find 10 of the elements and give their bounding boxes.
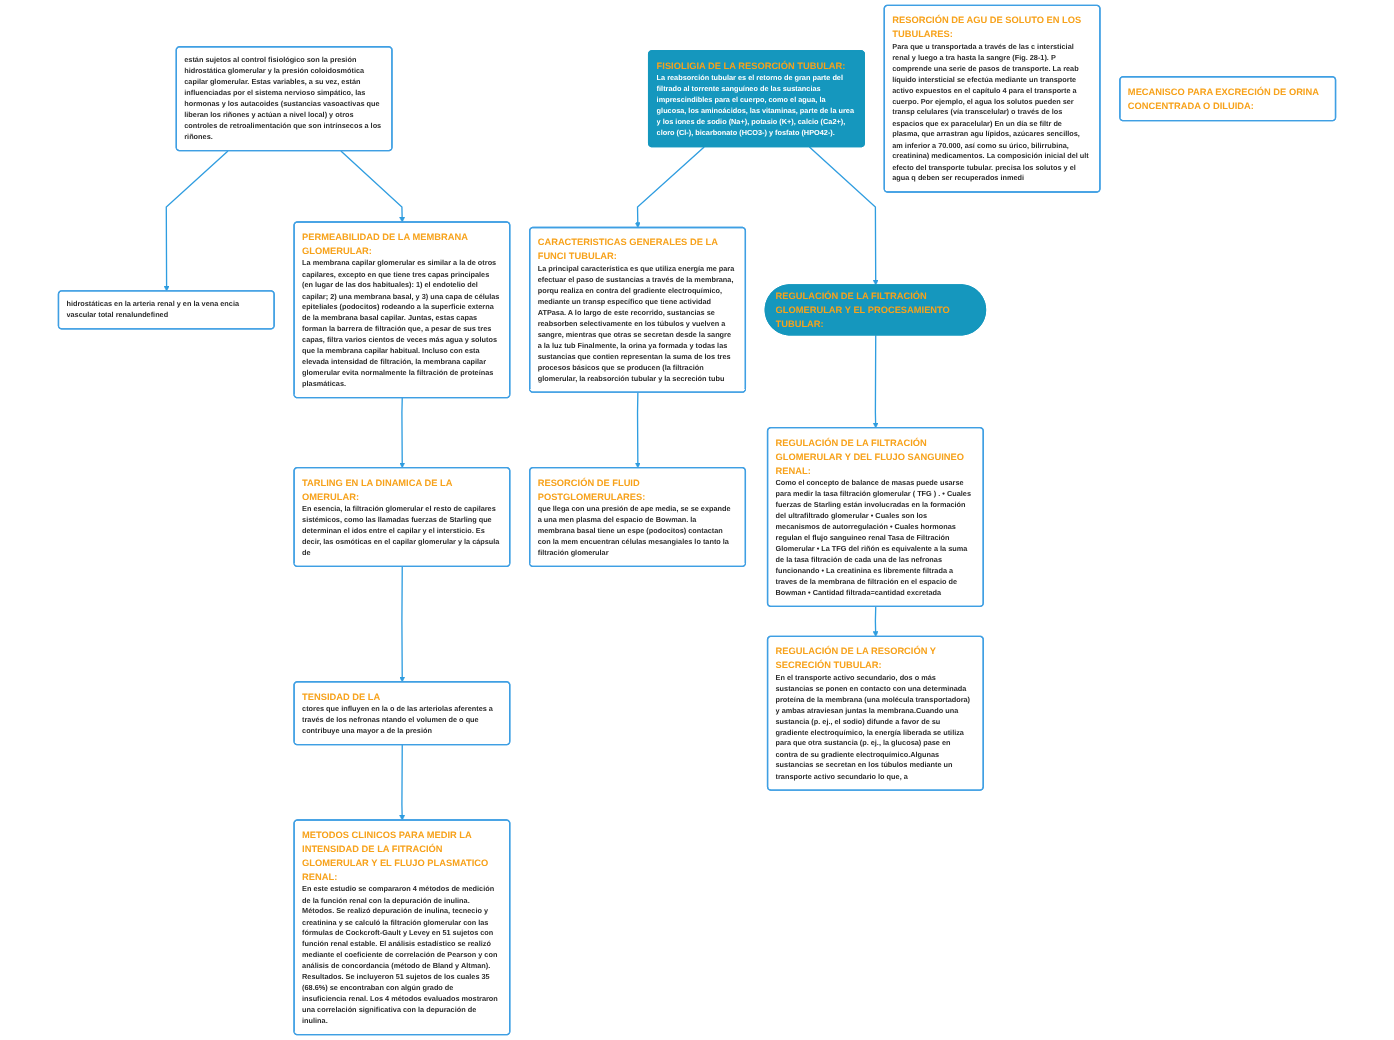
- arrow: [872, 334, 879, 429]
- arrow: [399, 744, 406, 821]
- arrow: [399, 397, 406, 469]
- arrow: [340, 150, 406, 223]
- arrow: [808, 146, 879, 286]
- arrow: [872, 606, 879, 637]
- arrow: [163, 150, 229, 292]
- arrow: [399, 566, 406, 683]
- arrow: [634, 391, 641, 469]
- arrow: [634, 146, 705, 229]
